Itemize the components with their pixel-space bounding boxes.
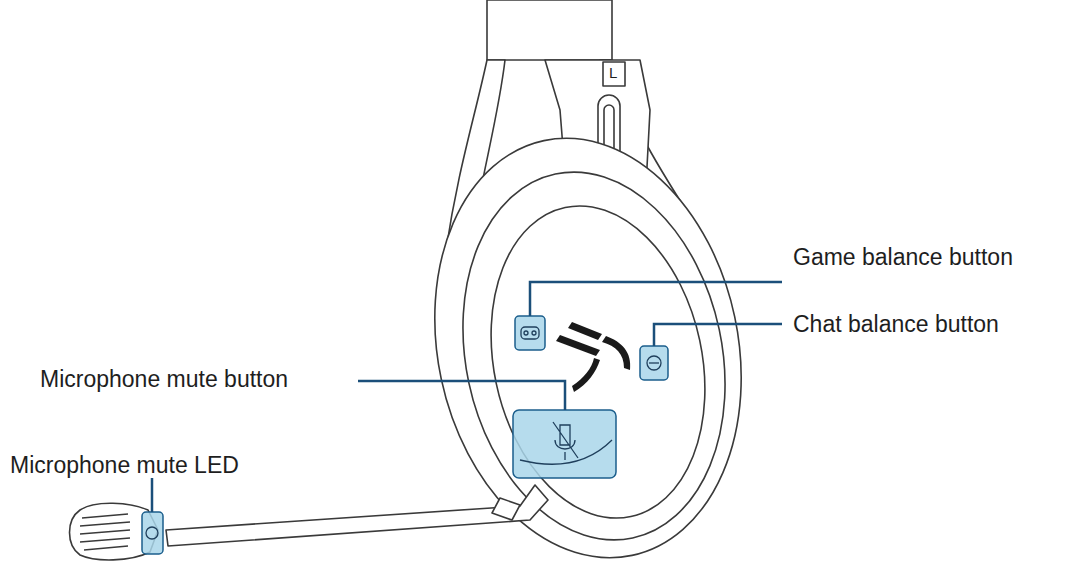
part-label: Chat balance button xyxy=(793,311,999,339)
callout-highlight xyxy=(142,316,668,554)
part-label: Microphone mute button xyxy=(40,366,288,394)
boom-joint xyxy=(492,498,520,520)
button-icons xyxy=(146,327,661,539)
part-label: Game balance button xyxy=(793,244,1013,272)
earcup-plate xyxy=(463,186,732,538)
brand-logo xyxy=(556,322,630,392)
earcup-pad-inner xyxy=(430,147,758,564)
headband-top xyxy=(487,0,612,60)
side-marker-box xyxy=(603,62,625,86)
microphone-boom xyxy=(166,485,548,546)
mic-grille xyxy=(80,514,130,550)
leader-line xyxy=(152,282,782,512)
side-marker: L xyxy=(609,64,617,82)
part-label: Microphone mute LED xyxy=(10,452,239,480)
headset-body xyxy=(70,0,779,584)
